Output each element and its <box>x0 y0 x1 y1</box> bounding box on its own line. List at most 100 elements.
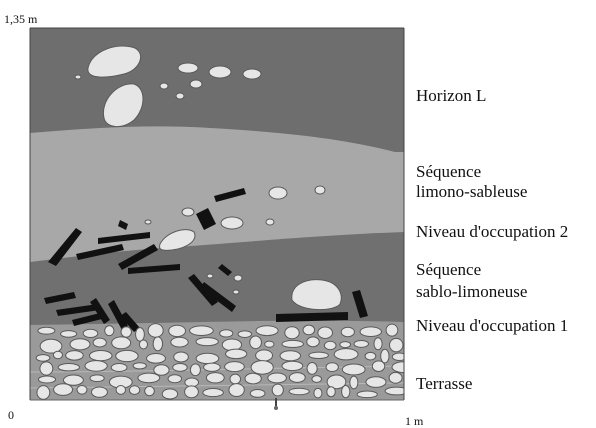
label-horizon-l: Horizon L <box>416 86 486 106</box>
pebble <box>327 387 335 397</box>
pebble <box>341 327 354 337</box>
pebble <box>162 389 177 399</box>
pebble <box>168 375 182 383</box>
pebble <box>206 373 224 383</box>
pebble <box>121 327 132 337</box>
pebble <box>53 351 62 358</box>
pebble <box>357 391 377 398</box>
pebble <box>58 364 79 371</box>
pebble <box>372 361 384 372</box>
pebble <box>169 325 186 336</box>
pebble <box>174 352 189 362</box>
pebble <box>196 353 219 363</box>
pebble <box>77 385 87 394</box>
pebble <box>250 336 262 349</box>
pebble <box>250 390 265 398</box>
pebble <box>307 337 319 347</box>
pebble <box>90 375 104 382</box>
pebble <box>116 350 138 361</box>
pebble <box>112 337 131 349</box>
pebble <box>285 327 299 339</box>
pebble <box>314 388 322 398</box>
pebble <box>389 372 402 383</box>
pebble <box>37 386 50 400</box>
scale-width-label: 1 m <box>405 414 423 428</box>
pebble <box>272 384 283 396</box>
pebble <box>91 387 107 397</box>
pebble <box>203 389 224 397</box>
pebble <box>307 363 317 375</box>
pebble <box>196 338 218 346</box>
pebble <box>54 384 73 396</box>
pebble <box>354 340 368 347</box>
pebble <box>230 374 241 384</box>
pebble <box>40 362 53 375</box>
label-sequence-sablo-limoneuse-line1: Séquence <box>416 260 481 280</box>
pebble <box>138 373 160 383</box>
pebble <box>36 355 50 362</box>
pebble <box>303 325 315 335</box>
label-terrasse: Terrasse <box>416 374 472 394</box>
pebble <box>312 376 322 383</box>
pebble <box>318 327 333 338</box>
pebble <box>136 328 145 342</box>
label-niveau-occupation-1: Niveau d'occupation 1 <box>416 316 568 336</box>
pebble <box>342 364 365 375</box>
pebble <box>171 337 188 347</box>
pebble <box>61 331 77 338</box>
pebble <box>360 327 381 337</box>
pebble <box>342 385 350 397</box>
pebble <box>185 386 199 398</box>
pebble <box>282 361 303 370</box>
pebble <box>139 340 147 349</box>
pebble <box>268 373 287 383</box>
pebble <box>324 341 336 349</box>
pebble <box>66 351 84 361</box>
pebble <box>147 354 166 364</box>
pebble <box>129 386 139 395</box>
pebble <box>386 324 398 336</box>
pebble <box>105 326 114 336</box>
scale-origin-label: 0 <box>8 408 14 422</box>
label-sequence-sablo-limoneuse-line2: sablo-limoneuse <box>416 282 527 302</box>
pebble <box>334 349 358 360</box>
pebble <box>204 363 221 371</box>
pebble <box>350 376 358 389</box>
pebble <box>145 386 155 395</box>
pebble <box>309 352 329 358</box>
pebble <box>265 341 274 347</box>
pebble <box>153 337 162 351</box>
label-sequence-limono-sableuse-line2: limono-sableuse <box>416 182 527 202</box>
pebble <box>70 339 90 350</box>
pebble <box>190 326 214 336</box>
pebble <box>148 324 163 338</box>
pebble <box>38 327 55 334</box>
pebble <box>173 364 187 372</box>
scale-tick-dot <box>274 406 278 410</box>
pebble <box>238 331 252 338</box>
label-niveau-occupation-2: Niveau d'occupation 2 <box>416 222 568 242</box>
pebble <box>225 362 245 372</box>
pebble <box>289 388 309 395</box>
pebble <box>90 350 112 360</box>
scale-top-label: 1,35 m <box>4 12 37 26</box>
pebble <box>381 349 389 363</box>
pebble <box>220 330 233 337</box>
pebble <box>111 364 127 372</box>
pebble <box>83 329 98 337</box>
pebble <box>365 352 376 360</box>
pebble <box>154 365 169 375</box>
pebble <box>93 338 106 347</box>
pebble <box>340 342 351 348</box>
pebble <box>282 340 303 347</box>
label-sequence-limono-sableuse-line1: Séquence <box>416 162 481 182</box>
pebble <box>251 361 273 375</box>
pebble <box>326 363 338 372</box>
pebble <box>385 387 408 395</box>
pebble <box>116 385 125 394</box>
pebble <box>190 364 200 376</box>
pebble <box>38 376 55 383</box>
pebble <box>133 363 146 369</box>
pebble <box>245 373 261 384</box>
